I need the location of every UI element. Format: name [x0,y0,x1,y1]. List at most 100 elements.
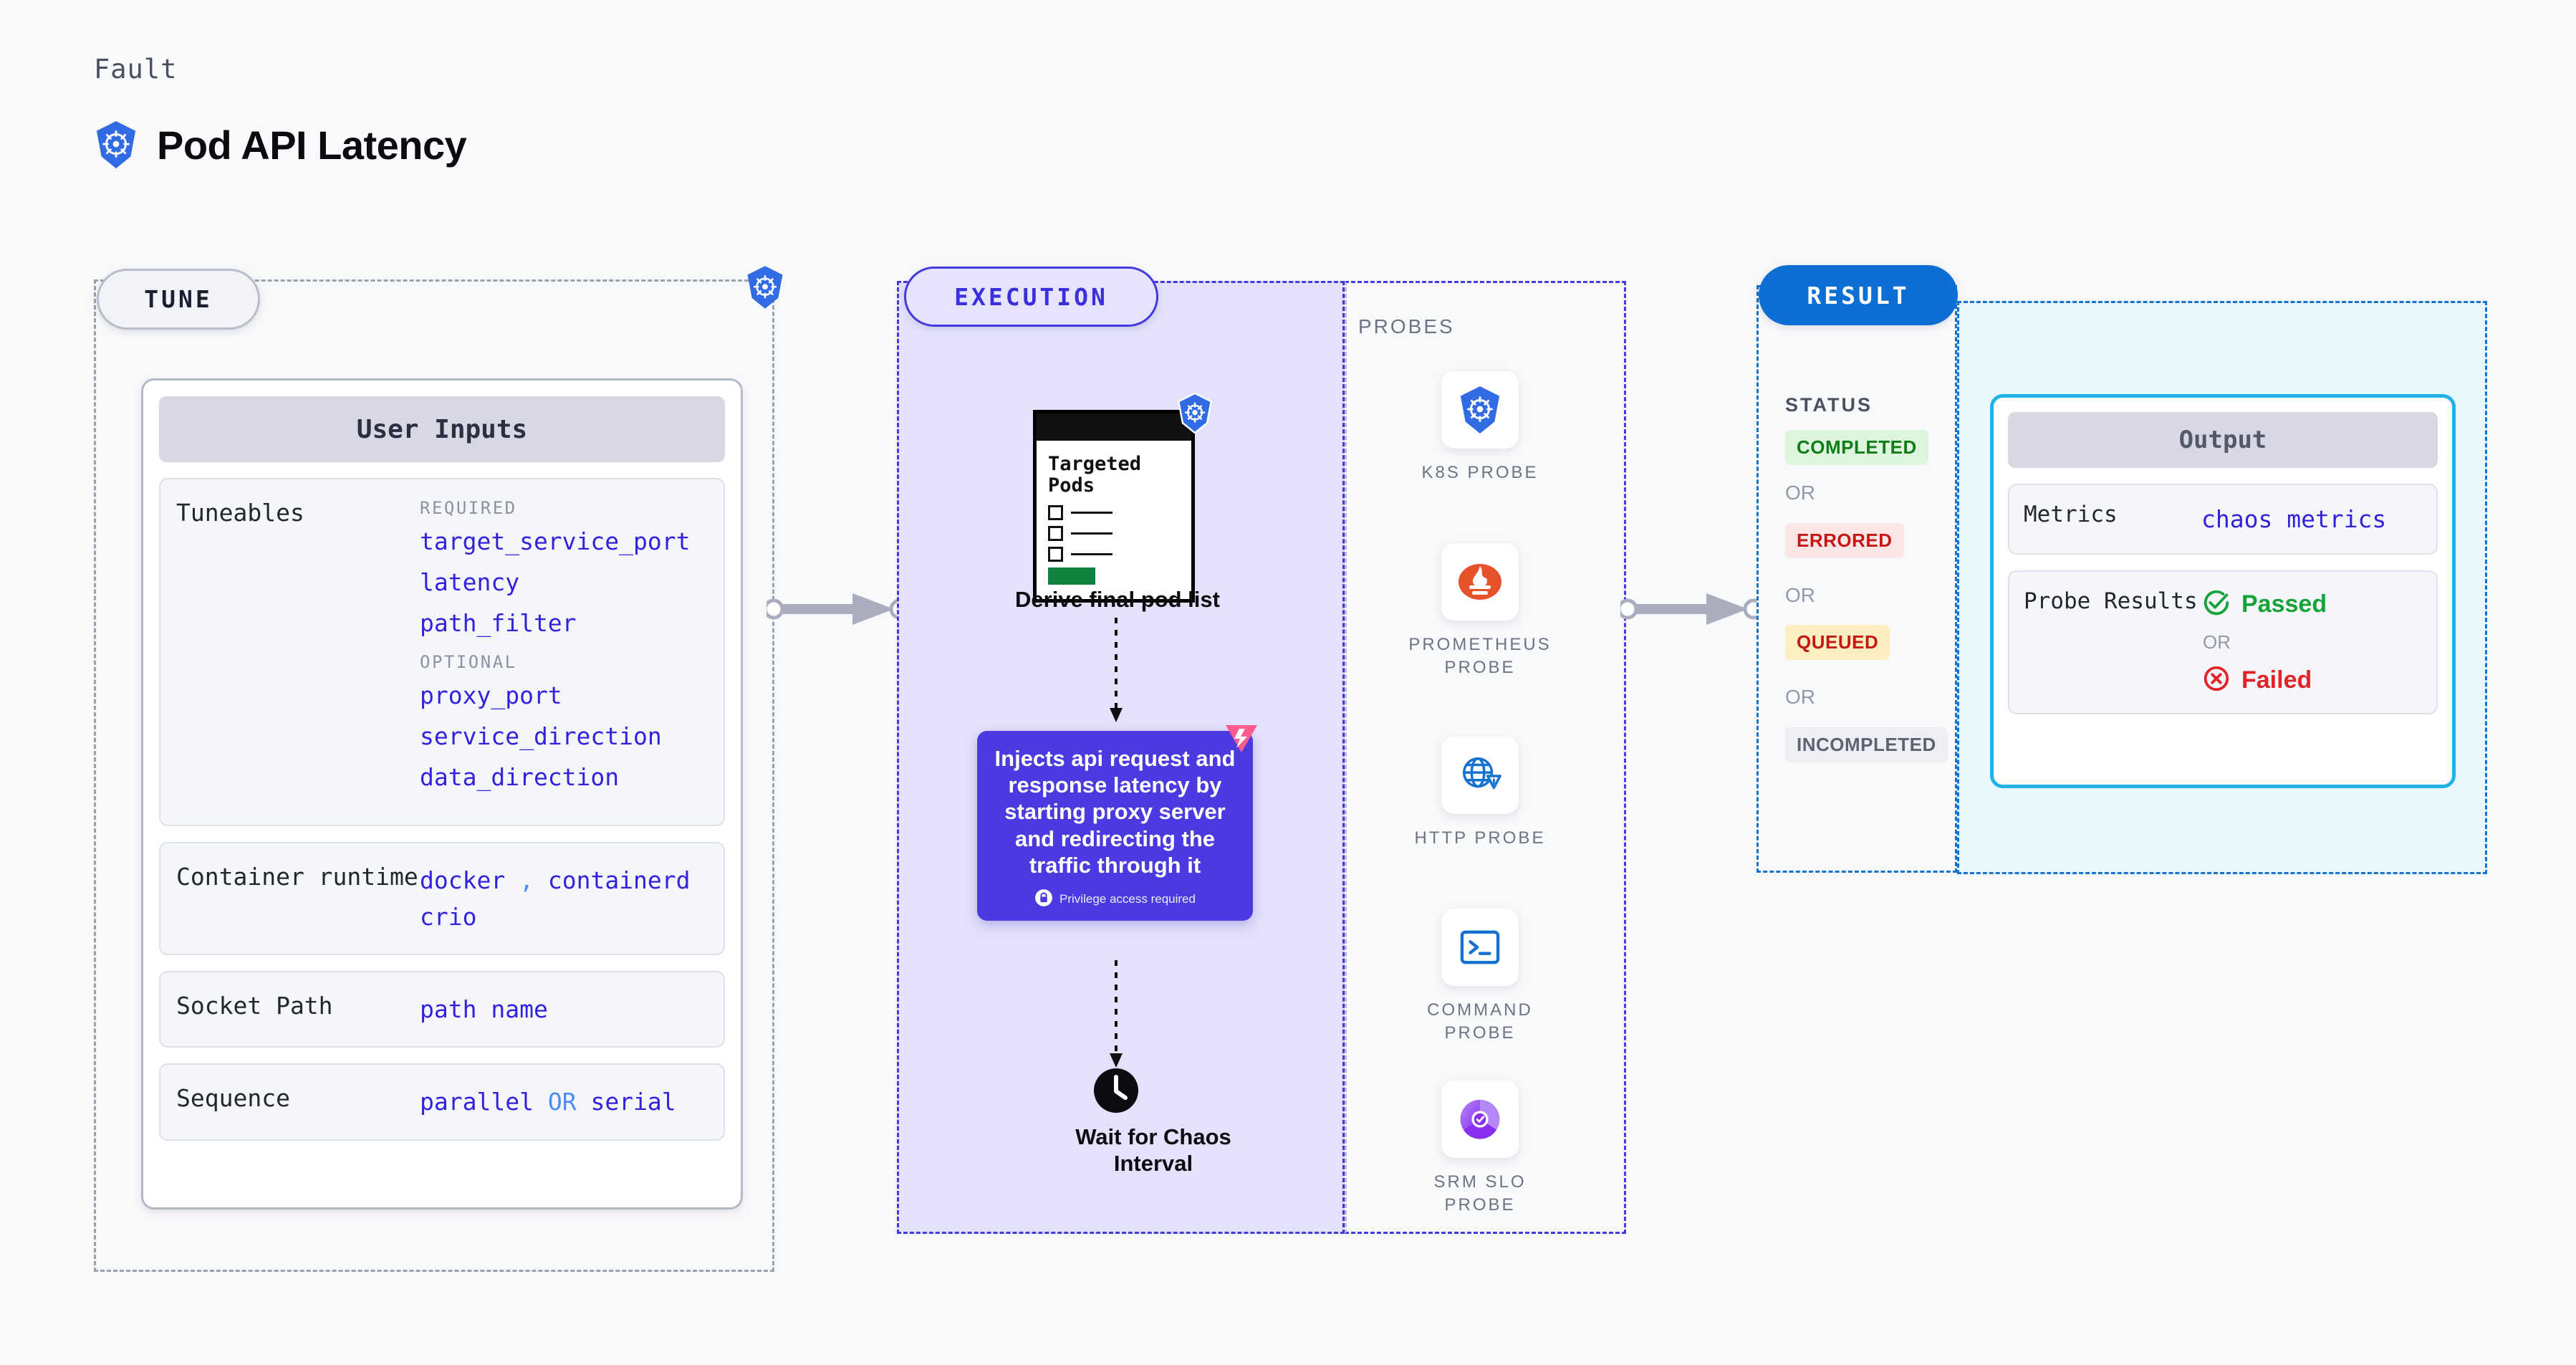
placeholder-line [1071,532,1112,535]
status-badge-incompleted: INCOMPLETED [1785,727,1948,762]
status-badge-queued: QUEUED [1785,625,1890,660]
targeted-pods-card: Targeted Pods [1033,392,1213,603]
tuneable-service-direction[interactable]: service_direction [420,722,662,750]
probe-label: COMMAND PROBE [1427,1000,1533,1043]
tune-lane [94,279,774,1272]
clock-icon [1093,1068,1139,1117]
sequence-label: Sequence [176,1084,290,1113]
runtime-containerd: containerd [547,866,691,894]
probe-passed-label: Passed [2241,590,2327,618]
user-inputs-card: User Inputs Tuneables REQUIRED target_se… [141,378,743,1210]
socket-path-row: Socket Path path name [159,971,725,1048]
probe-results-row: Probe Results Passed OR [2008,570,2438,715]
inject-description: Injects api request and response latency… [994,746,1236,878]
or-separator: OR [1785,686,1815,708]
runtime-crio: crio [420,903,477,931]
probe-failed-label: Failed [2241,666,2312,694]
probe-result-passed: Passed [2201,588,2422,621]
tuneables-label: Tuneables [176,499,304,527]
connector-tune-execution [766,593,910,625]
metrics-row: Metrics chaos metrics [2008,484,2438,555]
checkbox-icon [1048,526,1063,542]
metrics-label: Metrics [2024,502,2118,527]
status-bar [1048,567,1095,585]
kubernetes-icon [1176,392,1213,437]
kubernetes-icon [94,120,138,169]
probes-title: PROBES [1358,315,1455,337]
probe-label: SRM SLO PROBE [1433,1172,1527,1215]
tuneable-latency[interactable]: latency [420,568,520,596]
probe-label: HTTP PROBE [1414,828,1546,848]
probe-results-label: Probe Results [2024,588,2198,615]
container-runtime-label: Container runtime [176,863,418,891]
page-eyebrow: Fault [94,54,178,85]
output-title: Output [2008,412,2438,468]
placeholder-line [1071,512,1112,514]
status-badge-completed: COMPLETED [1785,430,1928,465]
runtime-separator: , [519,866,534,894]
harness-icon [1224,722,1259,757]
tuneables-row: Tuneables REQUIRED target_service_port l… [159,478,725,826]
connector-derive-to-inject [1110,618,1123,722]
targeted-pods-title-2: Pods [1048,474,1095,497]
page-title: Pod API Latency [157,122,467,168]
probe-label: K8S PROBE [1421,463,1539,482]
list-item [1048,526,1180,542]
tune-lane-label: TUNE [97,269,260,330]
checkbox-icon [1048,505,1063,521]
http-globe-warning-icon [1441,737,1519,814]
runtime-docker: docker [420,866,506,894]
page-header: Pod API Latency [94,120,467,169]
sequence-serial: serial [590,1088,676,1116]
execution-lane-label: EXECUTION [904,267,1158,327]
kubernetes-icon [745,265,785,313]
check-circle-icon [2201,588,2231,621]
connector-inject-to-wait [1110,960,1123,1068]
wait-caption-line-1: Wait for Chaos [1075,1124,1231,1149]
status-title: STATUS [1785,394,1873,416]
probe-prometheus[interactable]: PROMETHEUS PROBE [1408,543,1552,680]
sequence-row: Sequence parallel OR serial [159,1063,725,1141]
socket-path-label: Socket Path [176,992,333,1020]
tuneable-target-service-port[interactable]: target_service_port [420,527,691,555]
x-circle-icon [2201,664,2231,697]
wait-chaos-interval-caption: Wait for Chaos Interval [989,1124,1318,1177]
probe-http[interactable]: HTTP PROBE [1408,737,1552,850]
user-inputs-title: User Inputs [159,396,725,462]
probe-k8s[interactable]: K8S PROBE [1408,371,1552,484]
probe-srm-slo[interactable]: SRM SLO PROBE [1408,1081,1552,1217]
targeted-pods-title-1: Targeted [1048,453,1142,475]
card-title-bar [1037,413,1191,441]
list-item [1048,547,1180,562]
optional-header: OPTIONAL [420,652,517,672]
result-lane-label: RESULT [1759,265,1958,325]
tuneable-path-filter[interactable]: path_filter [420,609,577,637]
output-card: Output Metrics chaos metrics Probe Resul… [1990,394,2456,788]
or-separator: OR [2203,631,2231,653]
tuneable-proxy-port[interactable]: proxy_port [420,681,562,709]
result-lane [1756,285,1957,873]
status-badge-errored: ERRORED [1785,523,1904,558]
socket-path-value: path name [420,995,548,1024]
derive-pod-list-caption: Derive final pod list [1015,587,1220,612]
metrics-value: chaos metrics [2201,505,2387,533]
wait-caption-line-2: Interval [1113,1151,1193,1177]
or-separator: OR [1785,482,1815,504]
sequence-separator: OR [547,1088,577,1116]
prometheus-icon [1441,543,1519,621]
probe-command[interactable]: COMMAND PROBE [1408,909,1552,1045]
or-separator: OR [1785,584,1815,606]
terminal-icon [1441,909,1519,986]
lock-icon [1034,889,1053,911]
sequence-parallel: parallel [420,1088,534,1116]
list-item [1048,505,1180,521]
container-runtime-row: Container runtime docker , containerd cr… [159,842,725,956]
checkbox-icon [1048,547,1063,562]
inject-latency-card: Injects api request and response latency… [977,725,1257,921]
kubernetes-icon [1441,371,1519,449]
required-header: REQUIRED [420,498,517,518]
tuneable-data-direction[interactable]: data_direction [420,763,620,791]
probe-label: PROMETHEUS PROBE [1408,635,1552,678]
privilege-note: Privilege access required [1059,892,1196,906]
